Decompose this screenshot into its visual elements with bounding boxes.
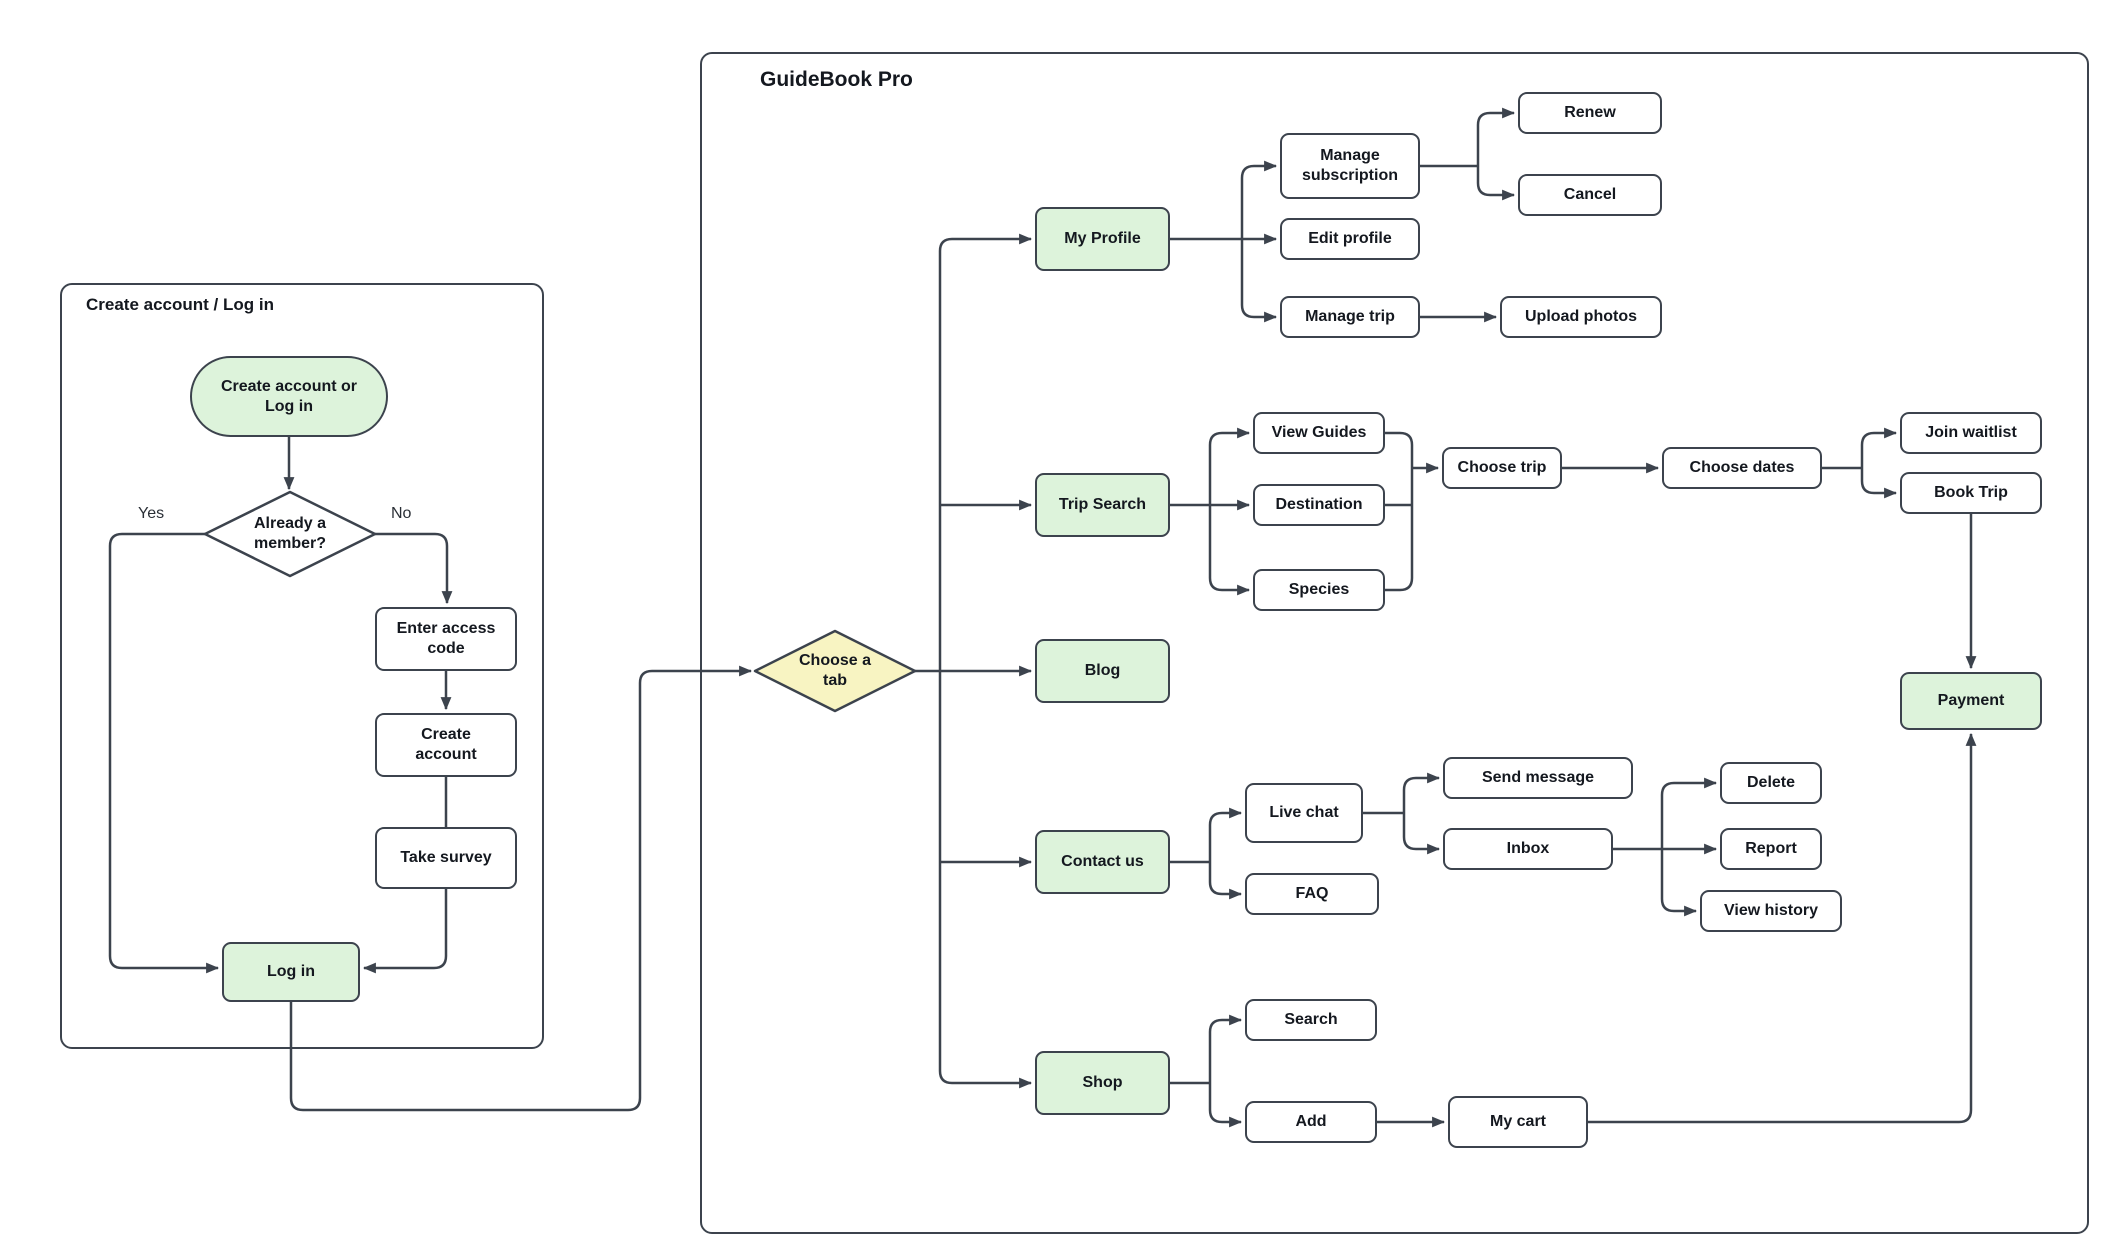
node-live-chat: Live chat xyxy=(1245,783,1363,843)
node-cancel: Cancel xyxy=(1518,174,1662,216)
decision-already-member xyxy=(203,490,377,578)
decision-choose-a-tab xyxy=(753,629,917,713)
node-join-waitlist: Join waitlist xyxy=(1900,412,2042,454)
left-panel: Create account / Log in xyxy=(60,283,544,1049)
node-create-account: Create account xyxy=(375,713,517,777)
edge-label-no: No xyxy=(391,505,412,522)
node-choose-dates: Choose dates xyxy=(1662,447,1822,489)
node-destination: Destination xyxy=(1253,484,1385,526)
node-send-message: Send message xyxy=(1443,757,1633,799)
node-upload-photos: Upload photos xyxy=(1500,296,1662,338)
node-view-history: View history xyxy=(1700,890,1842,932)
edge-label-yes: Yes xyxy=(138,505,165,522)
node-payment: Payment xyxy=(1900,672,2042,730)
node-log-in: Log in xyxy=(222,942,360,1002)
node-report: Report xyxy=(1720,828,1822,870)
node-faq: FAQ xyxy=(1245,873,1379,915)
main-panel-title: GuideBook Pro xyxy=(760,68,913,91)
node-view-guides: View Guides xyxy=(1253,412,1385,454)
node-manage-subscription: Manage subscription xyxy=(1280,133,1420,199)
node-edit-profile: Edit profile xyxy=(1280,218,1420,260)
left-panel-title: Create account / Log in xyxy=(86,295,274,314)
node-enter-access-code: Enter access code xyxy=(375,607,517,671)
node-inbox: Inbox xyxy=(1443,828,1613,870)
node-delete: Delete xyxy=(1720,762,1822,804)
node-blog: Blog xyxy=(1035,639,1170,703)
node-contact-us: Contact us xyxy=(1035,830,1170,894)
node-add: Add xyxy=(1245,1101,1377,1143)
decision-choose-a-tab-label: Choose a tab xyxy=(798,652,871,689)
node-search: Search xyxy=(1245,999,1377,1041)
node-start: Create account or Log in xyxy=(190,356,388,437)
node-my-profile: My Profile xyxy=(1035,207,1170,271)
decision-already-member-label: Already a member? xyxy=(253,515,327,552)
node-my-cart: My cart xyxy=(1448,1096,1588,1148)
main-panel: GuideBook Pro xyxy=(700,52,2089,1234)
node-manage-trip: Manage trip xyxy=(1280,296,1420,338)
node-trip-search: Trip Search xyxy=(1035,473,1170,537)
node-shop: Shop xyxy=(1035,1051,1170,1115)
node-choose-trip: Choose trip xyxy=(1442,447,1562,489)
node-species: Species xyxy=(1253,569,1385,611)
node-book-trip: Book Trip xyxy=(1900,472,2042,514)
node-renew: Renew xyxy=(1518,92,1662,134)
node-take-survey: Take survey xyxy=(375,827,517,889)
